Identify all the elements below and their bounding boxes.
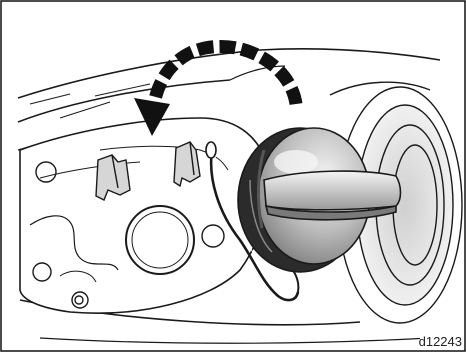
figure-code: d12243 bbox=[419, 334, 462, 349]
